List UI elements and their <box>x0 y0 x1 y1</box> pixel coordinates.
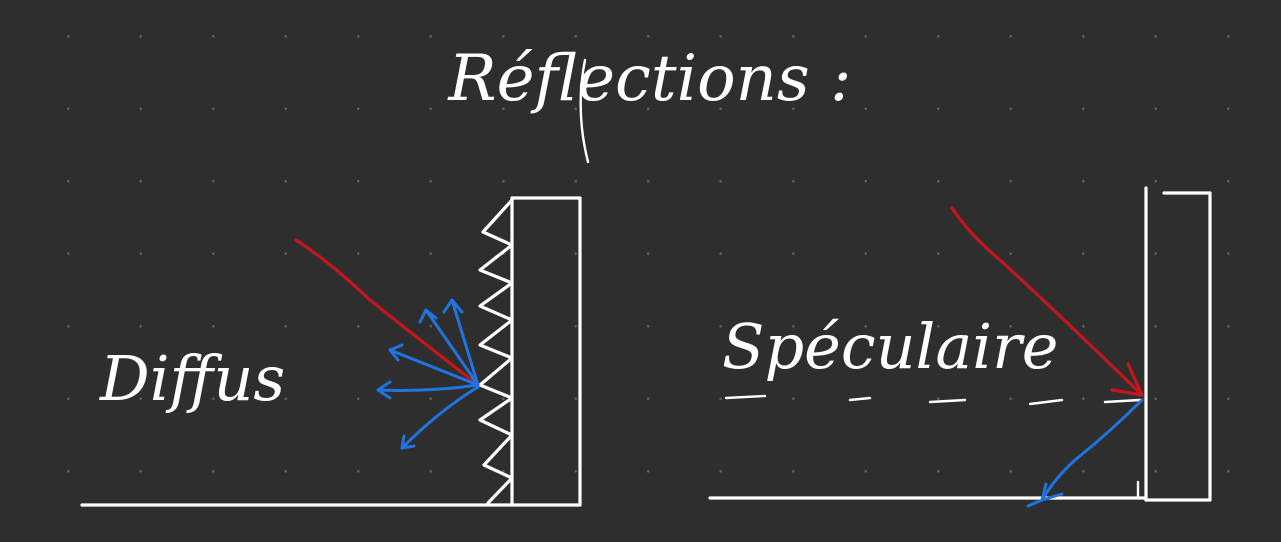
diffuse-label: Diffus <box>99 342 285 415</box>
scattered-ray-1-arrowhead <box>442 298 464 314</box>
scattered-ray-4 <box>376 383 480 392</box>
specular-reflected-ray <box>1040 398 1144 502</box>
scattered-ray-5 <box>400 385 480 450</box>
specular-label: Spéculaire <box>722 310 1058 383</box>
diffuse-scattered-rays <box>376 298 480 450</box>
diffuse-incident-ray <box>294 238 480 387</box>
scattered-ray-2 <box>424 308 480 387</box>
normal-dashed-line <box>724 394 1142 406</box>
scattered-ray-4-arrowhead <box>376 380 392 400</box>
title-swash <box>579 58 590 164</box>
title: Réflections : <box>447 42 851 116</box>
scattered-ray-3 <box>388 348 480 387</box>
scattered-ray-3-arrowhead <box>388 343 404 362</box>
rough-surface <box>478 198 514 505</box>
scattered-ray-5-arrowhead <box>400 434 416 450</box>
specular-incident-arrowhead <box>1110 362 1144 397</box>
diffuse-wall <box>510 196 582 507</box>
specular-incident-ray <box>950 206 1144 397</box>
specular-reflected-arrowhead <box>1026 482 1064 508</box>
scattered-ray-1 <box>450 298 480 387</box>
smooth-wall-body <box>1144 191 1212 502</box>
scattered-ray-2-arrowhead <box>418 308 438 324</box>
